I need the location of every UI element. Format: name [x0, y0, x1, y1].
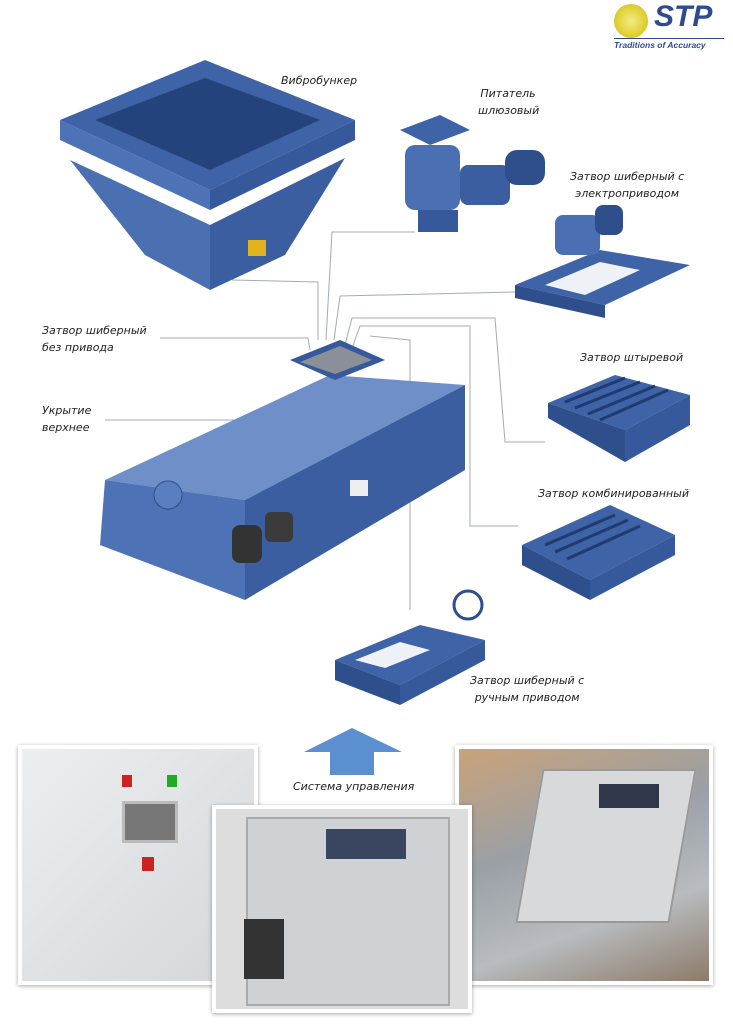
label-vibrobunker: Вибробункер	[281, 74, 358, 87]
combined-gate-image	[522, 505, 675, 600]
label-control-system: Система управления	[293, 780, 415, 793]
conveyor-image	[100, 340, 465, 600]
label-combined-gate: Затвор комбинированный	[538, 487, 689, 500]
label-pin-gate: Затвор штыревой	[580, 351, 684, 364]
pin-gate-image	[548, 375, 690, 462]
up-arrow-icon	[304, 728, 402, 775]
electric-gate-image	[515, 205, 690, 318]
photo-control-cabinet-inside	[455, 745, 713, 985]
logo-emblem-icon	[614, 4, 648, 38]
logo-name: STP	[654, 0, 713, 33]
feeder-image	[400, 115, 545, 232]
vibrobunker-image	[60, 60, 355, 290]
manual-gate-image	[335, 589, 485, 705]
stp-logo: STP Traditions of Accuracy	[612, 0, 727, 52]
photo-control-cabinet-wiring	[212, 805, 472, 1013]
leader-lines	[105, 231, 545, 610]
logo-tagline: Traditions of Accuracy	[614, 40, 706, 50]
